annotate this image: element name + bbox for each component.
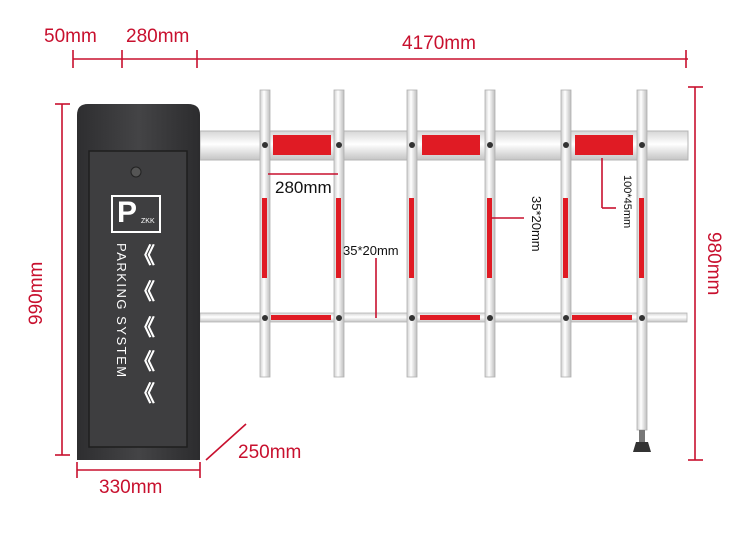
chevron-left-icon: 《 xyxy=(133,243,156,268)
gate-cabinet xyxy=(77,104,200,460)
chevron-left-icon: 《 xyxy=(133,381,156,406)
reflector-strip xyxy=(422,135,480,155)
bottom-dimension-line xyxy=(76,462,201,478)
top-dimension-line xyxy=(72,50,688,68)
parking-sign-icon xyxy=(111,195,161,233)
parking-system-label: PARKING SYSTEM xyxy=(114,243,129,379)
chevron-left-icon: 《 xyxy=(133,315,156,340)
right-dimension-line xyxy=(688,86,703,461)
left-dimension-line xyxy=(55,103,70,456)
cabinet-height-label: 990mm xyxy=(26,261,47,325)
annotation-lines xyxy=(268,158,616,318)
parking-sign-small-text: ZKK xyxy=(141,218,155,225)
picket-stripe xyxy=(262,198,267,278)
picket-stripe xyxy=(409,198,414,278)
picket-tube-a-label: 35*20mm xyxy=(343,243,399,258)
picket-tube-b-label: 35*20mm xyxy=(529,196,544,252)
picket-red-stripes xyxy=(262,198,644,278)
chevron-left-icon: 《 xyxy=(133,349,156,374)
rivets xyxy=(262,142,645,321)
rail-red-segment xyxy=(271,315,331,320)
top-gap-label: 50mm xyxy=(44,26,97,47)
picket-stripe xyxy=(639,198,644,278)
reflector-strip xyxy=(273,135,331,155)
picket-stripe xyxy=(336,198,341,278)
picket-stripe xyxy=(487,198,492,278)
cabinet-door xyxy=(88,150,188,448)
reflector-size-label: 100*45mm xyxy=(621,175,633,229)
chevron-left-icon: 《 xyxy=(133,279,156,304)
support-foot xyxy=(633,430,651,452)
cabinet-depth-label: 250mm xyxy=(238,442,302,463)
cabinet-offset-label: 280mm xyxy=(126,26,190,47)
rail-red-segment xyxy=(572,315,632,320)
parking-sign-letter: P xyxy=(117,196,138,229)
arm-length-label: 4170mm xyxy=(402,33,476,54)
depth-dimension-line xyxy=(205,423,247,461)
cabinet-width-label: 330mm xyxy=(99,477,163,498)
lock-icon xyxy=(130,166,142,178)
picket-spacing-label: 280mm xyxy=(275,178,332,197)
rail-red-segment xyxy=(420,315,480,320)
barrier-height-label: 980mm xyxy=(703,232,724,296)
reflector-strip xyxy=(575,135,633,155)
picket-stripe xyxy=(563,198,568,278)
